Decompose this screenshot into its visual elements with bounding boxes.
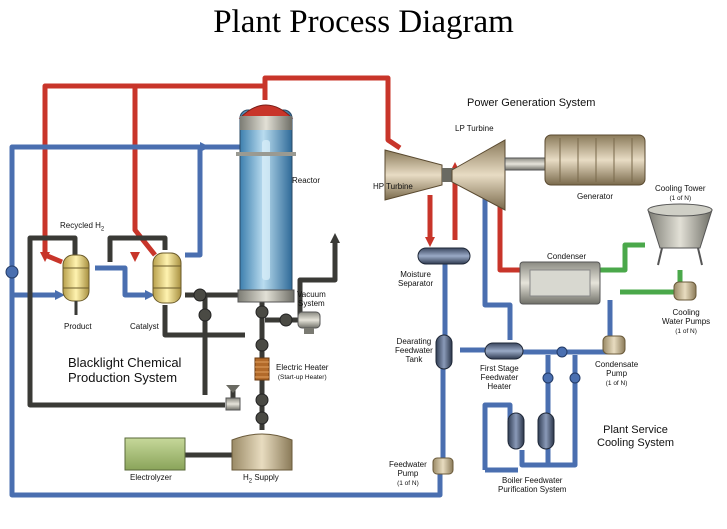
condenser-to-tower-pipe [600, 242, 645, 273]
recycle-loop-left [27, 235, 225, 408]
generator-label: Generator [577, 192, 614, 201]
power-generation-label: Power Generation System [467, 97, 596, 109]
cooling-water-pump-unit [673, 281, 697, 301]
water-valves [542, 346, 581, 384]
catalyst-to-vacuum [162, 305, 245, 338]
cooling-pipes [600, 242, 683, 295]
vacuum-pump [297, 311, 321, 334]
electrolyzer-label: Electrolyzer [130, 473, 172, 482]
product-to-catalyst-pipe [95, 265, 150, 298]
moisture-separator-vessel [417, 247, 471, 265]
first-stage-heater-vessel [484, 342, 524, 360]
condenser-label: Condenser [547, 252, 587, 261]
hp-turbine-label: HP Turbine [373, 182, 413, 191]
condenser-unit [519, 261, 601, 305]
lp-turbine [451, 139, 546, 211]
cooling-tower-label: Cooling Tower(1 of N) [655, 184, 706, 203]
feedwater-pump-unit [432, 457, 454, 475]
purification-left-pipe [482, 402, 513, 470]
recycle-loop-right [107, 235, 168, 262]
electrolyzer-unit [124, 437, 186, 471]
tower-to-pumps-pipe [620, 270, 683, 295]
purification-tank-2 [537, 412, 555, 450]
lp-extraction-pipe [482, 170, 513, 340]
recycled-h2-label: Recycled H2 [60, 221, 105, 233]
process-valves [5, 265, 293, 425]
purification-loop-pipe-2 [548, 355, 578, 468]
product-label: Product [64, 322, 92, 331]
catalyst-return-pipe [185, 144, 205, 258]
heater-to-condensate-pipe [522, 300, 613, 355]
reactor [236, 104, 296, 303]
feedwater-return-pipe [9, 144, 443, 498]
reactor-label: Reactor [292, 176, 321, 185]
product-vessel [62, 254, 90, 315]
electric-heater [254, 357, 270, 381]
h2-supply-label: H2 Supply [243, 473, 279, 485]
mid-recycle-pipe [132, 83, 265, 257]
injector [225, 385, 241, 411]
condensate-pump-unit [602, 335, 626, 355]
diagram-title: Plant Process Diagram [213, 4, 514, 40]
deaerating-tank-vessel [435, 334, 453, 370]
h2-supply-tank [231, 433, 293, 471]
steam-pipes [42, 75, 520, 273]
catalyst-vessel [152, 252, 182, 304]
catalyst-label: Catalyst [130, 322, 159, 331]
lp-turbine-label: LP Turbine [455, 124, 494, 133]
generator-unit [544, 134, 646, 186]
purification-tank-1 [507, 412, 525, 450]
hp-turbine [384, 149, 454, 201]
electric-heater-label: Electric Heater(Start-up Heater) [276, 363, 329, 382]
cooling-tower-unit [647, 203, 713, 266]
